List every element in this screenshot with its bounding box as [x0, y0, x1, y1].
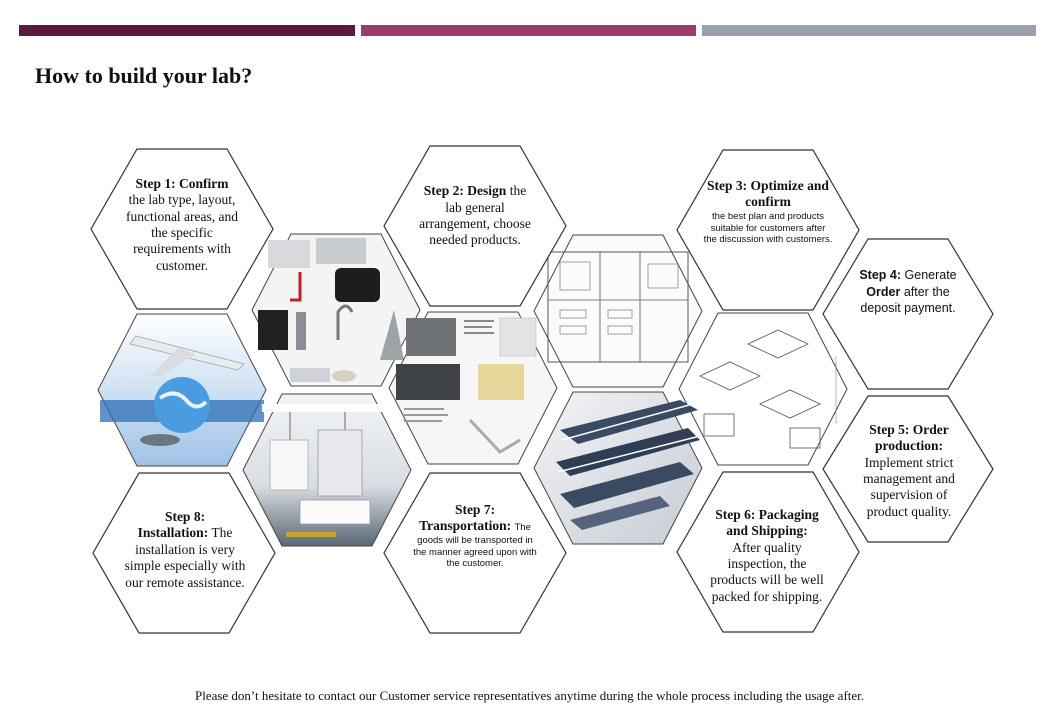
header-bar-dark	[19, 25, 355, 36]
step4-body-bold: Order	[866, 284, 901, 299]
step2-hexagon	[383, 145, 567, 307]
step7-heading-line1: Step 7:	[454, 501, 496, 517]
step6-text: Step 6: Packaging and Shipping: After qu…	[708, 494, 826, 618]
step8-text: Step 8: Installation: The installation i…	[124, 500, 246, 600]
furniture-drawing-image	[678, 312, 848, 466]
step3-hexagon	[676, 149, 860, 311]
page-title: How to build your lab?	[35, 63, 253, 88]
step6-body: After quality inspection, the products w…	[710, 539, 824, 604]
step3-heading: Step 3: Optimize and confirm	[707, 177, 829, 210]
header-bar-gray	[702, 25, 1036, 36]
step8-body: installation is very simple especially w…	[124, 541, 246, 590]
step8-body-inline: The	[211, 525, 233, 541]
step2-text: Step 2: Design the lab general arrangeme…	[416, 166, 534, 266]
step5-hexagon	[822, 395, 994, 543]
step8-hexagon	[92, 472, 276, 634]
step4-hexagon	[822, 238, 994, 390]
lab-render-image	[533, 391, 703, 545]
step4-text: Step 4: Generate Order after the deposit…	[846, 262, 970, 322]
step8-heading: Installation:	[137, 525, 209, 541]
step6-hexagon	[676, 471, 860, 633]
lab-interior-image	[242, 393, 412, 547]
step1-hexagon	[90, 148, 274, 310]
step5-body: Implement strict management and supervis…	[863, 454, 955, 519]
step7-heading: Transportation:	[419, 518, 512, 534]
step1-body: the lab type, layout, functional areas, …	[125, 192, 239, 273]
step5-heading: Step 5: Order production:	[869, 421, 949, 454]
step7-body-inline: The	[514, 522, 531, 534]
step6-heading: Step 6: Packaging and Shipping:	[715, 506, 819, 539]
step7-text: Step 7: Transportation: The goods will b…	[410, 500, 540, 572]
step2-body-inline: the	[509, 183, 527, 199]
footer-note: Please don’t hesitate to contact our Cus…	[194, 688, 865, 703]
floor-plan-image	[533, 234, 703, 388]
step4-heading-rest: Generate	[904, 267, 957, 282]
step3-body: the best plan and products suitable for …	[703, 210, 833, 246]
step5-text: Step 5: Order production: Implement stri…	[853, 418, 965, 524]
step3-text: Step 3: Optimize and confirm the best pl…	[703, 176, 833, 248]
step2-heading: Step 2: Design	[423, 183, 507, 199]
product-sheet-image	[388, 311, 558, 465]
header-bar-magenta	[361, 25, 696, 36]
logistics-image	[97, 313, 267, 467]
step8-heading-line1: Step 8:	[164, 508, 206, 524]
lab-fittings-image	[251, 233, 421, 387]
step7-hexagon	[383, 472, 567, 634]
step2-body: lab general arrangement, choose needed p…	[419, 199, 531, 248]
step4-body: after the deposit payment.	[860, 284, 956, 316]
step7-body: goods will be transported in the manner …	[413, 534, 537, 570]
step1-heading: Step 1: Confirm	[135, 175, 229, 191]
step4-heading: Step 4:	[859, 267, 902, 282]
step1-text: Step 1: Confirm the lab type, layout, fu…	[117, 170, 247, 280]
